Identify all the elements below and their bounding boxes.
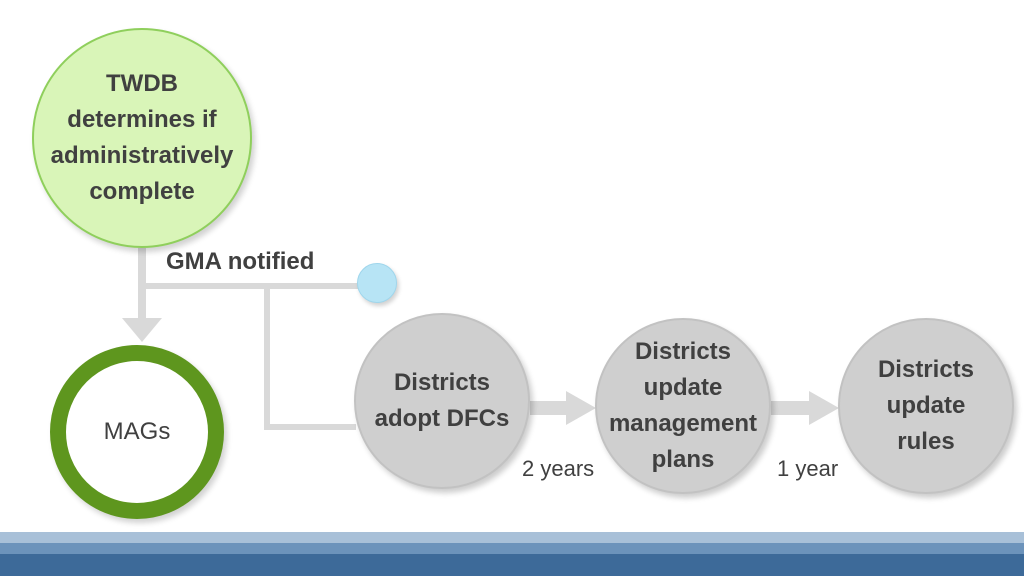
arrow-shaft-plans-to-rules	[771, 401, 809, 415]
node-mags: MAGs	[50, 345, 224, 519]
label-gma-notified: GMA notified	[166, 248, 315, 275]
label-one-year: 1 year	[777, 456, 839, 481]
arrow-dfc-to-plans	[566, 391, 596, 425]
footer-band-mid	[0, 543, 1024, 554]
arrow-to-mags	[122, 318, 162, 342]
node-notification-dot	[357, 263, 397, 303]
node-districts-adopt-dfcs: Districts adopt DFCs	[354, 313, 530, 489]
footer-band-light	[0, 532, 1024, 543]
node-districts-update-rules: Districts update rules	[838, 318, 1014, 494]
arrow-shaft-dfc-to-plans	[530, 401, 566, 415]
node-districts-update-plans: Districts update management plans	[595, 318, 771, 494]
node-twdb-admin-complete: TWDB determines if administratively comp…	[32, 28, 252, 248]
arrow-plans-to-rules	[809, 391, 839, 425]
label-two-years: 2 years	[522, 456, 595, 481]
footer-band-dark	[0, 554, 1024, 576]
